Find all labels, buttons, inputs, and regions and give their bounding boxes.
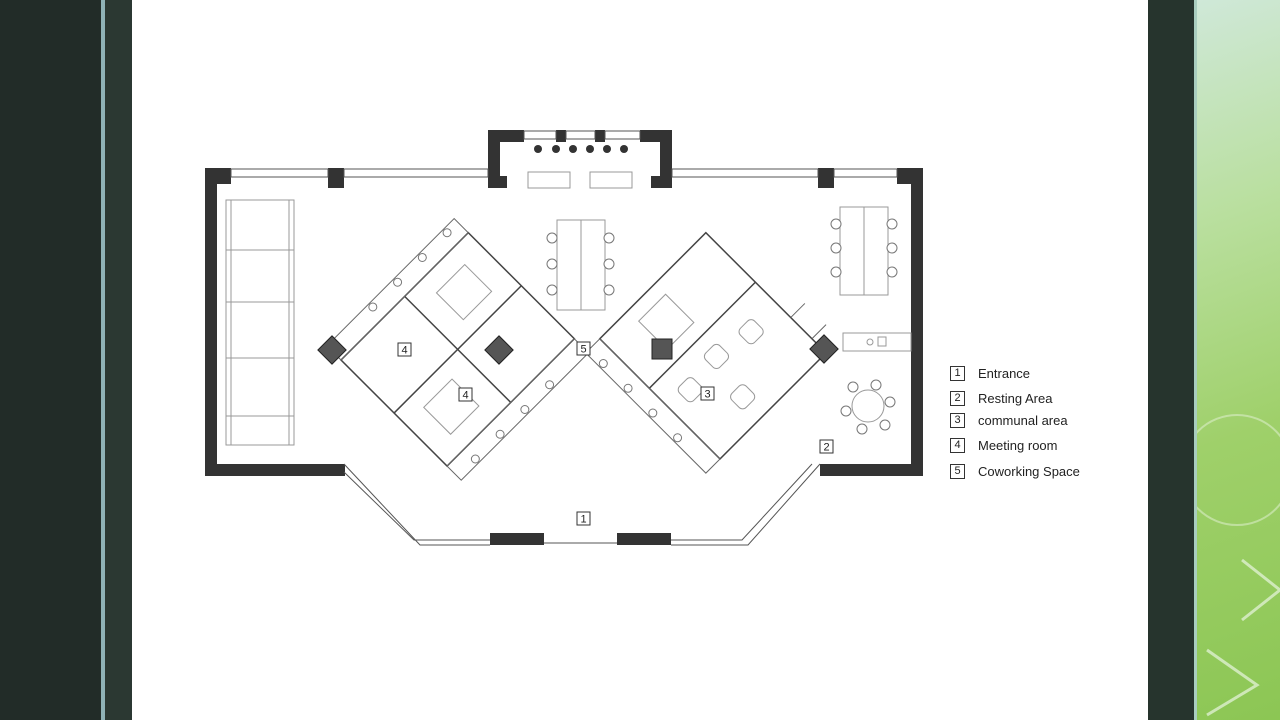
legend-number: 3 xyxy=(950,412,965,428)
legend-label: Resting Area xyxy=(978,390,1053,406)
room-tag-entrance-text: 1 xyxy=(580,514,586,526)
legend-number: 5 xyxy=(950,463,965,479)
right-green-band xyxy=(1197,0,1280,720)
room-tag-meeting-1-text: 4 xyxy=(401,345,407,357)
windows xyxy=(230,130,898,546)
room-tag-resting: 2 xyxy=(819,439,834,454)
entrance-plants xyxy=(534,145,628,153)
legend-label: Meeting room xyxy=(978,437,1058,453)
legend-label: Entrance xyxy=(978,365,1031,381)
left-inner-band xyxy=(105,0,132,720)
legend-item: 1 Entrance xyxy=(950,364,1030,382)
columns xyxy=(317,334,839,365)
slide-canvas xyxy=(132,0,1148,720)
chairs xyxy=(546,218,898,435)
room-tag-coworking: 5 xyxy=(576,341,591,356)
room-tag-communal-text: 3 xyxy=(704,389,710,401)
right-accent-line xyxy=(1194,0,1197,720)
room-tag-entrance: 1 xyxy=(576,511,591,526)
legend-label: Coworking Space xyxy=(978,463,1080,479)
green-decoration xyxy=(1197,414,1280,717)
right-pod-cluster xyxy=(584,231,828,474)
right-dark-band xyxy=(1148,0,1195,720)
legend-number: 4 xyxy=(950,437,965,453)
room-tag-meeting-2-text: 4 xyxy=(462,390,468,402)
legend-item: 2 Resting Area xyxy=(950,389,1052,407)
legend-item: 4 Meeting room xyxy=(950,436,1057,454)
left-dark-band xyxy=(0,0,104,720)
legend-item: 3 communal area xyxy=(950,411,1068,429)
room-tag-meeting-2: 4 xyxy=(458,387,473,402)
room-tag-communal: 3 xyxy=(700,386,715,401)
legend-label: communal area xyxy=(978,412,1068,428)
legend-number: 2 xyxy=(950,390,965,406)
room-tag-coworking-text: 5 xyxy=(580,344,586,356)
room-tag-meeting-1: 4 xyxy=(397,342,412,357)
legend-item: 5 Coworking Space xyxy=(950,462,1080,480)
left-accent-line xyxy=(101,0,105,720)
outer-walls xyxy=(205,130,923,545)
room-tag-resting-text: 2 xyxy=(823,442,829,454)
legend-number: 1 xyxy=(950,365,965,381)
